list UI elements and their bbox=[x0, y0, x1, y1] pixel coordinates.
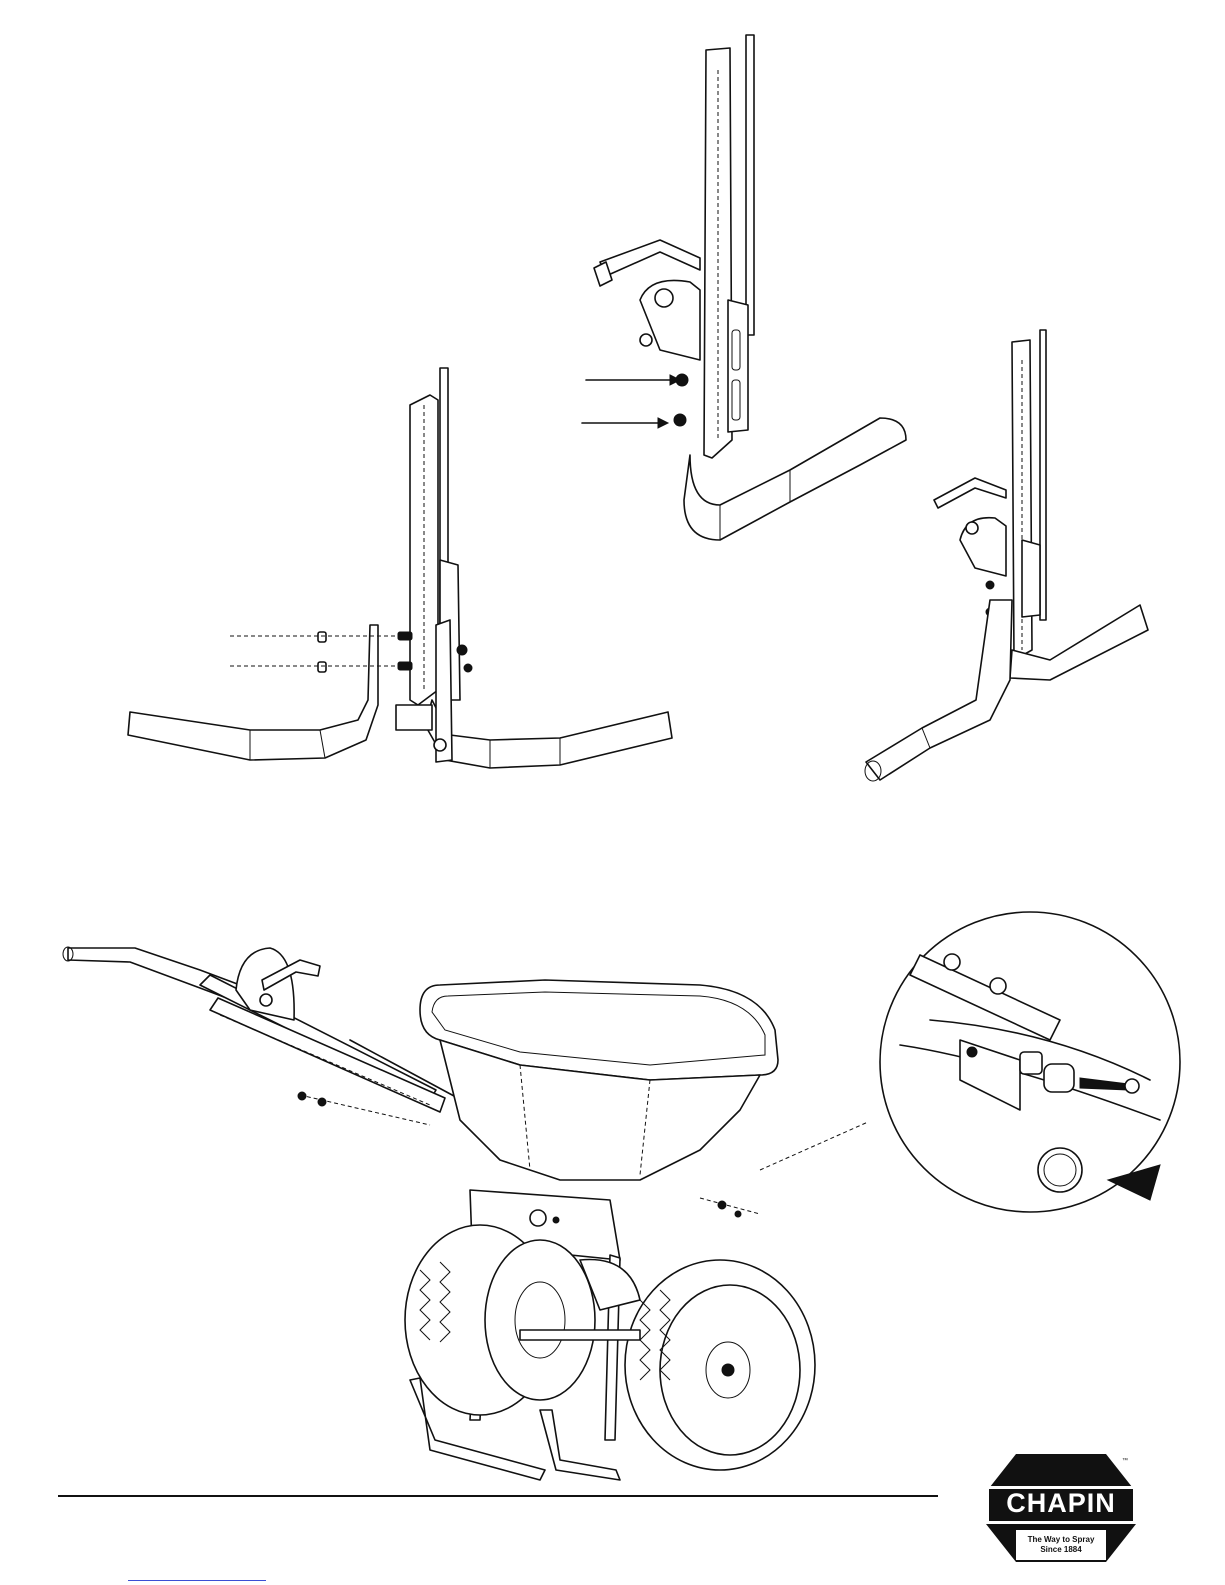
footer-rule bbox=[58, 1495, 938, 1497]
handle-exploded-view bbox=[128, 368, 672, 768]
handle-assembled-view-right bbox=[865, 330, 1148, 781]
chapin-logo-wordmark: CHAPIN bbox=[986, 1488, 1136, 1519]
tagline-line-1: The Way to Spray bbox=[986, 1535, 1136, 1545]
detail-magnified-view bbox=[880, 912, 1180, 1212]
chapin-logo: CHAPIN ™ The Way to Spray Since 1884 bbox=[986, 1452, 1136, 1568]
spreader-assembly-view bbox=[63, 947, 868, 1480]
handle-assembled-view-center bbox=[582, 35, 906, 540]
chapin-tagline: The Way to Spray Since 1884 bbox=[986, 1535, 1136, 1555]
tagline-line-2: Since 1884 bbox=[986, 1545, 1136, 1555]
footer-link-underline bbox=[128, 1580, 266, 1581]
trademark-symbol: ™ bbox=[1122, 1458, 1128, 1464]
